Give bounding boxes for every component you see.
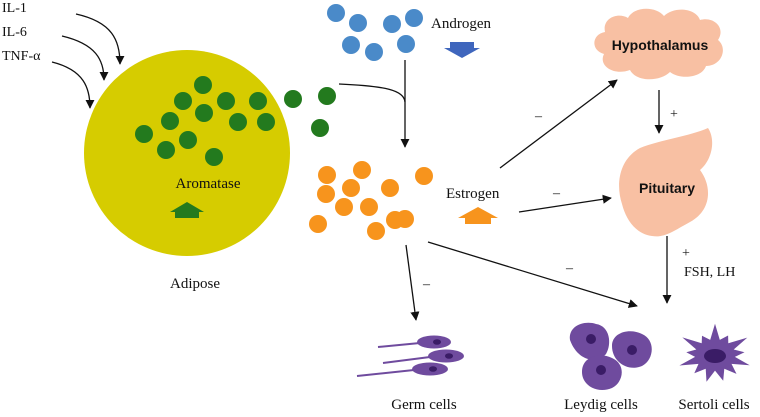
adipose-cell (84, 50, 290, 256)
hypothalamus-label: Hypothalamus (612, 37, 709, 53)
tnf-alpha-label: TNF-α (2, 49, 41, 64)
aromatase-dot (195, 104, 213, 122)
androgen-dot (405, 9, 423, 27)
aromatase-dot (217, 92, 235, 110)
tnf-alpha-arrow (51, 61, 95, 109)
estrogen-leydig-inhibit-sign: – (565, 261, 574, 276)
aromatase-dot (161, 112, 179, 130)
il6-label: IL-6 (2, 25, 27, 40)
estrogen-dot (342, 179, 360, 197)
germ-cells-label: Germ cells (391, 397, 457, 412)
estrogen-dot (415, 167, 433, 185)
leydig-cell (582, 355, 622, 391)
estrogen-to-germ-cells-arrow (405, 244, 420, 321)
adipose-label: Adipose (170, 276, 220, 292)
leydig-cell (612, 331, 652, 368)
fsh-lh-plus: + (682, 246, 690, 261)
estrogen-germ-inhibit-sign: – (422, 277, 431, 292)
aromatase-dot (257, 113, 275, 131)
estrogen-up-arrow (458, 207, 498, 224)
germ-cells-group (356, 335, 464, 377)
sertoli-cell (679, 323, 750, 382)
androgen-label: Androgen (431, 16, 491, 32)
aromatase-dot (311, 119, 329, 137)
estrogen-dot (360, 198, 378, 216)
estrogen-dot (309, 215, 327, 233)
hypothalamus-to-pituitary-plus: + (670, 107, 678, 122)
leydig-cells-label: Leydig cells (564, 397, 638, 412)
pituitary-shape (619, 128, 713, 237)
estrogen-dot (318, 166, 336, 184)
estrogen-dot (367, 222, 385, 240)
aromatase-dot (205, 148, 223, 166)
estrogen-dot (353, 161, 371, 179)
androgen-dot (342, 36, 360, 54)
estrogen-dot (317, 185, 335, 203)
aromatase-label: Aromatase (176, 176, 241, 192)
aromatase-dot (229, 113, 247, 131)
pituitary-label: Pituitary (639, 180, 695, 196)
aromatase-dot (318, 87, 336, 105)
aromatase-dot (135, 125, 153, 143)
estrogen-to-hypothalamus-arrow (499, 79, 618, 169)
androgen-down-arrow (444, 42, 480, 58)
il1-arrow (75, 13, 125, 65)
germ-cell (356, 362, 448, 377)
aromatase-dot (179, 131, 197, 149)
androgen-dot (365, 43, 383, 61)
aromatase-dot (284, 90, 302, 108)
aromatase-dot (194, 76, 212, 94)
androgen-dots (327, 4, 423, 61)
androgen-dot (349, 14, 367, 32)
il1-label: IL-1 (2, 1, 27, 16)
estrogen-hypothalamus-inhibit-sign: – (534, 109, 543, 124)
leydig-cells-group (569, 322, 652, 391)
aromatase-dot (174, 92, 192, 110)
hypothalamus-shape (594, 8, 723, 80)
aromatase-dot (157, 141, 175, 159)
androgen-dot (397, 35, 415, 53)
estrogen-to-pituitary-arrow (518, 194, 612, 213)
il6-arrow (61, 35, 109, 81)
germ-cell (377, 335, 451, 349)
aromatase-dot (249, 92, 267, 110)
androgen-dot (383, 15, 401, 33)
germ-cell (382, 349, 464, 364)
aromatase-conversion-arc (338, 83, 406, 103)
estrogen-dots (309, 161, 433, 240)
fsh-lh-label: FSH, LH (684, 265, 735, 280)
estrogen-dot (335, 198, 353, 216)
leydig-cell (569, 322, 610, 360)
aromatase-dots (135, 76, 336, 166)
estrogen-dot (396, 210, 414, 228)
aromatase-up-arrow (170, 202, 204, 218)
estrogen-dot (381, 179, 399, 197)
androgen-dot (327, 4, 345, 22)
sertoli-cells-label: Sertoli cells (678, 397, 749, 412)
estrogen-pituitary-inhibit-sign: – (552, 186, 561, 201)
estrogen-label: Estrogen (446, 186, 500, 202)
estrogen-to-leydig-arrow (427, 241, 638, 308)
